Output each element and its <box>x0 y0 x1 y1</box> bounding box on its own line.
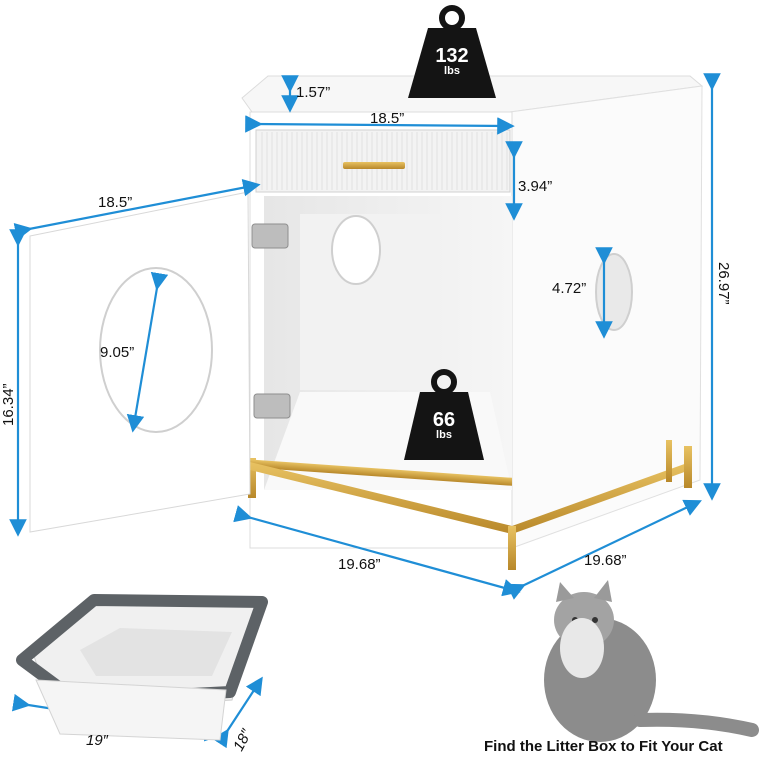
side-hole <box>595 253 633 331</box>
hinges <box>251 223 291 419</box>
drawer <box>255 129 511 193</box>
dim-line-base-front <box>233 505 521 597</box>
dim-top-width: 18.5” <box>370 110 405 127</box>
dim-total-height: 26.97” <box>715 262 732 305</box>
dim-litter-length: 19″ <box>86 732 108 749</box>
weight-label-top: 132 lbs <box>428 46 476 77</box>
weight-icon-interior <box>404 369 484 460</box>
weight-value-top: 132 <box>435 45 469 67</box>
weight-icon-top <box>408 5 496 98</box>
dim-line-top-width <box>245 115 515 135</box>
dim-base-front: 19.68” <box>338 556 381 573</box>
dim-door-height: 16.34” <box>0 383 17 426</box>
dim-line-door-width <box>13 179 261 241</box>
weight-unit-interior: lbs <box>436 429 452 441</box>
cat-photo <box>544 580 759 742</box>
dim-base-side: 19.68” <box>584 552 627 569</box>
interior-back-hole <box>331 215 381 285</box>
weight-unit-top: lbs <box>444 65 460 77</box>
dim-line-base-side <box>506 499 702 600</box>
drawer-fluting <box>261 132 508 190</box>
litter-box <box>16 594 268 741</box>
drawer-handle <box>343 162 405 169</box>
dim-drawer-height: 3.94” <box>518 178 553 195</box>
weight-label-interior: 66 lbs <box>420 410 468 441</box>
caption: Find the Litter Box to Fit Your Cat <box>484 738 723 755</box>
dim-door-width: 18.5” <box>98 194 133 211</box>
dim-line-litter-width <box>211 676 263 749</box>
weight-value-interior: 66 <box>432 409 456 431</box>
dim-side-hole: 4.72” <box>552 280 587 297</box>
dim-door-hole: 9.05” <box>100 344 135 361</box>
dim-line-door-hole <box>126 271 169 433</box>
cabinet <box>29 75 704 570</box>
dim-top-lip: 1.57” <box>296 84 331 101</box>
